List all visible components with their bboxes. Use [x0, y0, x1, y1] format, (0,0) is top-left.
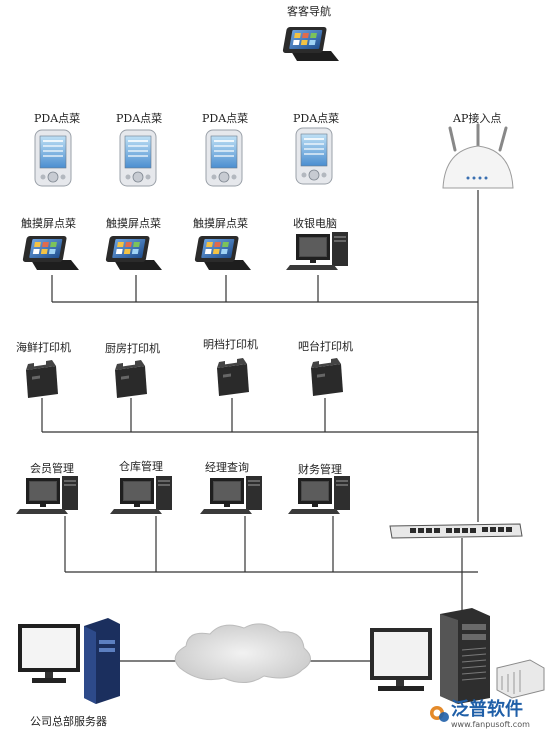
pda-device-icon	[34, 129, 72, 187]
pda-label: PDA点菜	[202, 112, 249, 125]
touch-terminal-icon	[22, 236, 80, 270]
watermark-brand: 泛普软件	[451, 699, 523, 720]
printer-label: 厨房打印机	[105, 342, 160, 355]
pda-device-icon	[295, 127, 333, 185]
guest-navigation-label: 客客导航	[287, 5, 331, 18]
touch-screen-label: 触摸屏点菜	[21, 217, 76, 230]
server-tower-icon	[440, 608, 490, 704]
touch-screen-label: 触摸屏点菜	[106, 217, 161, 230]
desktop-computer-icon	[18, 624, 80, 683]
watermark: 泛普软件 www.fanpusoft.com	[451, 700, 551, 730]
receipt-printer-icon	[115, 358, 147, 398]
touch-terminal-icon	[194, 236, 251, 270]
desktop-computer-icon	[370, 628, 432, 691]
management-label: 仓库管理	[119, 460, 163, 473]
desktop-computer-icon	[16, 476, 78, 514]
pda-device-icon	[119, 129, 157, 187]
receipt-printer-icon	[26, 358, 58, 398]
desktop-computer-icon	[288, 476, 350, 514]
receipt-printer-icon	[217, 356, 249, 396]
network-switch-icon	[496, 659, 545, 699]
pda-label: PDA点菜	[293, 112, 340, 125]
desktop-computer-icon	[286, 232, 348, 270]
cashier-pc-label: 收银电脑	[293, 217, 337, 230]
management-label: 会员管理	[30, 462, 74, 475]
touch-terminal-icon	[105, 236, 162, 270]
ap-label: AP接入点	[453, 112, 502, 125]
desktop-computer-icon	[110, 476, 172, 514]
pda-device-icon	[205, 129, 243, 187]
watermark-url: www.fanpusoft.com	[451, 720, 530, 729]
printer-label: 明档打印机	[203, 338, 258, 351]
receipt-printer-icon	[311, 356, 343, 396]
management-label: 经理查询	[205, 461, 249, 474]
printer-label: 吧台打印机	[298, 340, 353, 353]
fanpu-logo-icon	[430, 706, 449, 722]
management-label: 财务管理	[298, 463, 342, 476]
desktop-computer-icon	[200, 476, 262, 514]
server-tower-icon	[84, 618, 120, 704]
touch-terminal-icon	[282, 27, 339, 61]
connection-lines	[41, 190, 479, 662]
internet-cloud-icon	[174, 623, 311, 683]
wireless-access-point-icon	[442, 123, 514, 189]
hq-server-label: 公司总部服务器	[30, 715, 107, 728]
pda-label: PDA点菜	[116, 112, 163, 125]
network-switch-icon	[389, 523, 523, 539]
printer-label: 海鲜打印机	[16, 341, 71, 354]
pda-label: PDA点菜	[34, 112, 81, 125]
touch-screen-label: 触摸屏点菜	[193, 217, 248, 230]
